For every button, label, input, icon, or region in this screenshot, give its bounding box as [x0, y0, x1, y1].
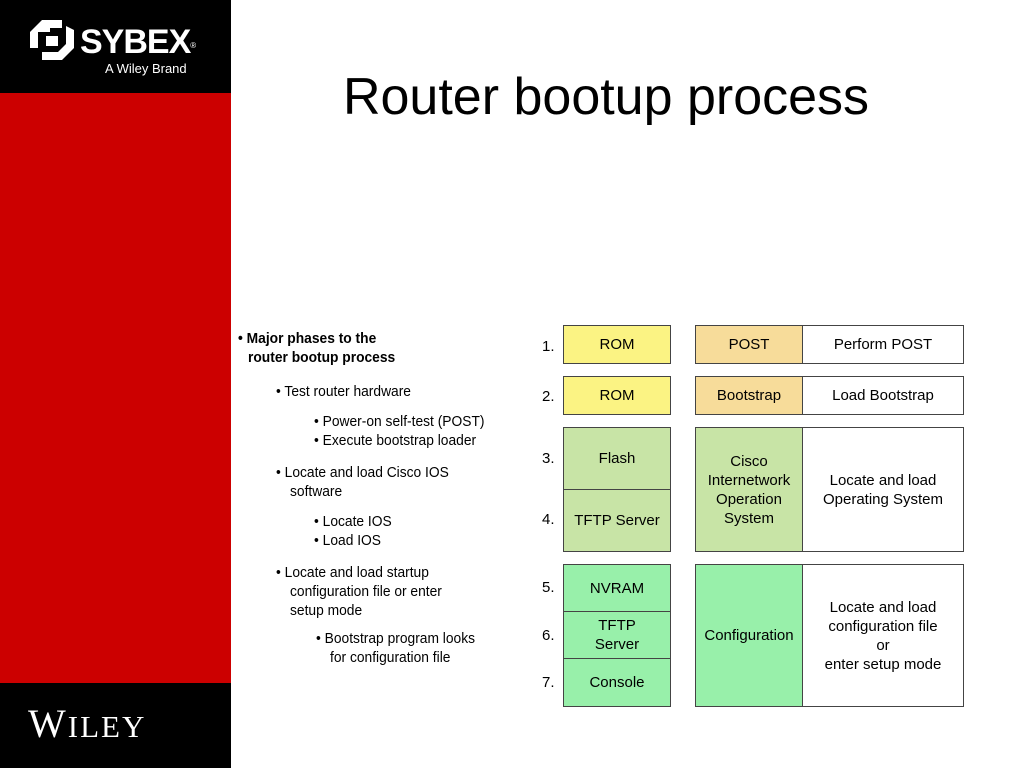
step-number: 6. [542, 627, 555, 644]
source-rom-2: ROM [563, 376, 671, 415]
step-number: 2. [542, 388, 555, 405]
sybex-logo: SYBEX® A Wiley Brand [28, 18, 203, 78]
phase-bootstrap: Bootstrap [695, 376, 803, 415]
phase-post: POST [695, 325, 803, 364]
sybex-tagline: A Wiley Brand [105, 61, 187, 76]
bullet-load-ios: • Load IOS [314, 532, 381, 549]
wiley-logo: WILEY [28, 702, 146, 749]
sidebar-top-band [0, 0, 231, 93]
wiley-logo-rest: ILEY [67, 709, 147, 744]
bullet-bootstrap-loader: • Execute bootstrap loader [314, 432, 477, 449]
bullet-post: • Power-on self-test (POST) [314, 413, 485, 430]
phase-cisco-ios: Cisco Internetwork Operation System [695, 427, 803, 552]
sybex-cube-icon [30, 20, 74, 60]
source-flash: Flash [563, 427, 671, 490]
action-load-os: Locate and load Operating System [802, 427, 964, 552]
bullet-load-ios-line1: • Locate and load Cisco IOS [276, 464, 449, 481]
sybex-registered-mark: ® [190, 41, 196, 50]
step-number: 3. [542, 450, 555, 467]
bullet-startup-config-line1: • Locate and load startup [276, 564, 429, 581]
action-load-config: Locate and load configuration file or en… [802, 564, 964, 707]
source-nvram: NVRAM [563, 564, 671, 612]
bullet-locate-ios: • Locate IOS [314, 513, 392, 530]
bullet-bootstrap-looks-line2: for configuration file [330, 649, 451, 666]
step-number: 1. [542, 338, 555, 355]
step-number: 5. [542, 579, 555, 596]
sidebar-red-band [0, 93, 231, 683]
step-number: 7. [542, 674, 555, 691]
sidebar-bottom-band [0, 683, 231, 768]
slide-title: Router bootup process [342, 68, 870, 126]
source-rom-1: ROM [563, 325, 671, 364]
source-tftp-server: TFTP Server [563, 489, 671, 552]
sybex-wordmark: SYBEX® [80, 23, 196, 61]
bullet-bootstrap-looks-line1: • Bootstrap program looks [316, 630, 476, 647]
bullet-load-ios-line2: software [290, 483, 343, 500]
source-console: Console [563, 658, 671, 707]
sybex-word-text: SYBEX [80, 23, 191, 61]
bullet-startup-config-line2: configuration file or enter [290, 583, 442, 600]
bullet-heading-line2: router bootup process [248, 349, 396, 366]
phase-configuration: Configuration [695, 564, 803, 707]
bullet-heading-line1: • Major phases to the [238, 330, 377, 347]
wiley-logo-first-letter: W [28, 701, 68, 746]
step-number: 4. [542, 511, 555, 528]
bullet-startup-config-line3: setup mode [290, 602, 363, 619]
source-tftp-server-config: TFTP Server [563, 611, 671, 659]
action-perform-post: Perform POST [802, 325, 964, 364]
bullet-test-hardware: • Test router hardware [276, 383, 411, 400]
action-load-bootstrap: Load Bootstrap [802, 376, 964, 415]
